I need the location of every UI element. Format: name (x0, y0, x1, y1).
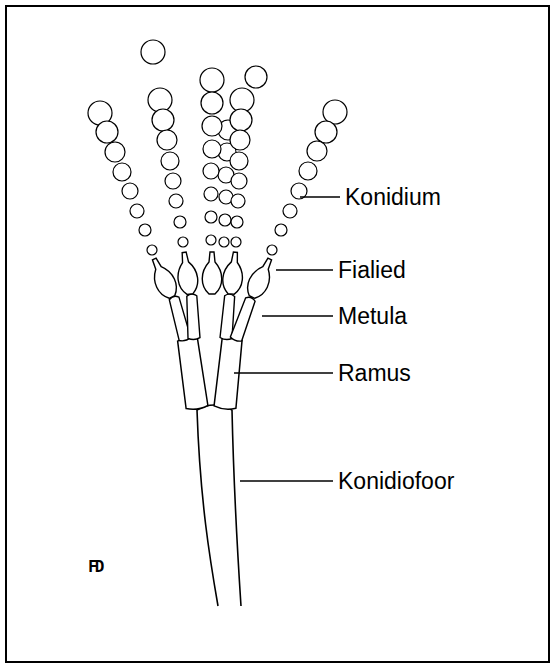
metulae (168, 294, 257, 343)
leader-lines (234, 197, 340, 481)
part-label: Metula (338, 302, 407, 330)
conidia-chains (88, 40, 347, 255)
part-label: Konidium (345, 183, 441, 211)
phialides (145, 251, 278, 301)
part-label: Konidiofoor (338, 467, 454, 495)
rami (176, 336, 243, 410)
stipe (197, 405, 241, 606)
part-label: Fialied (338, 256, 406, 284)
frame (6, 6, 549, 662)
signature: FD (88, 553, 101, 581)
part-label: Ramus (338, 359, 411, 387)
